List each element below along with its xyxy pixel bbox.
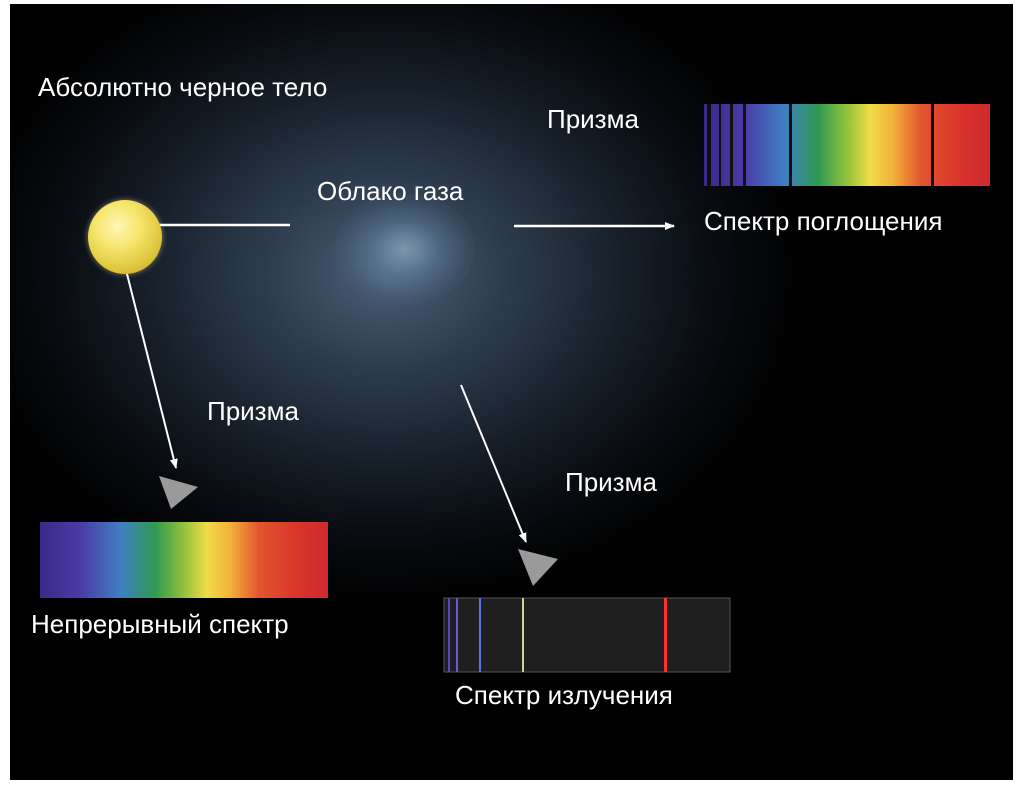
emission-spectrum — [443, 597, 731, 673]
continuous-spectrum — [40, 522, 328, 598]
black-body-star-icon — [88, 200, 162, 274]
arrows-layer — [40, 104, 990, 673]
gas-cloud — [335, 194, 475, 304]
star-to-continuous-arrow — [124, 265, 178, 469]
label-prism-bottom: Призма — [565, 467, 657, 497]
label-black-body: Абсолютно черное тело — [38, 72, 328, 102]
label-prism-top: Призма — [547, 104, 639, 134]
cloud-to-emission-arrow — [460, 384, 527, 543]
label-prism-left: Призма — [207, 396, 299, 426]
diagram-panel: Абсолютно черное тело Облако газа Призма… — [10, 4, 1013, 780]
label-gas-cloud: Облако газа — [317, 176, 464, 206]
label-emission-spectrum: Спектр излучения — [455, 680, 673, 710]
absorption-spectrum — [704, 104, 990, 186]
label-absorption-spectrum: Спектр поглощения — [704, 206, 943, 236]
prism-left-icon — [159, 476, 198, 509]
label-continuous-spectrum: Непрерывный спектр — [31, 609, 289, 639]
prism-bottom-icon — [518, 549, 558, 586]
